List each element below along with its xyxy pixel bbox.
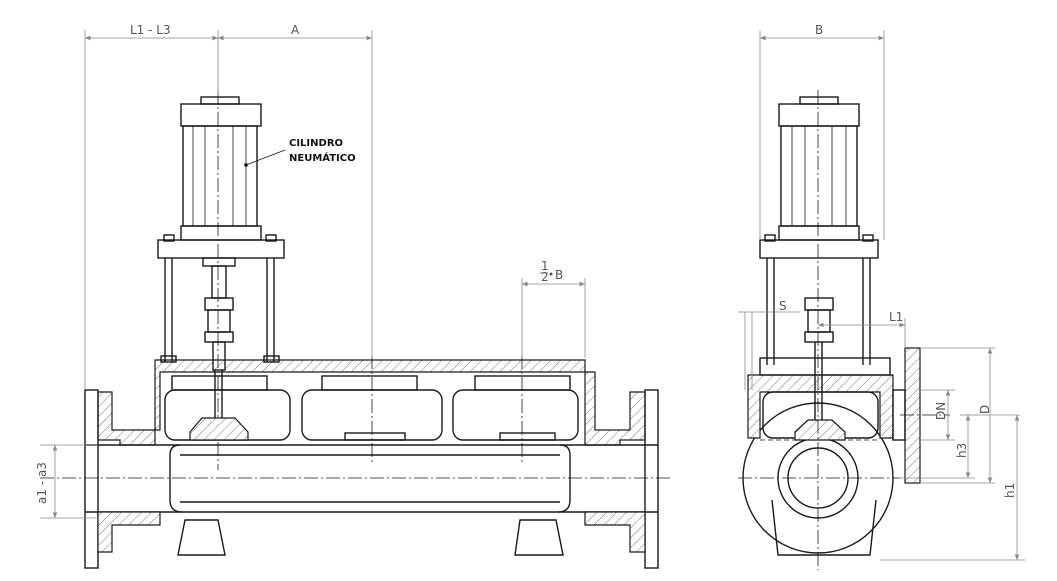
dim-label-half-b: B [555, 268, 563, 282]
top-cover-2 [321, 375, 418, 391]
flange-left [84, 389, 99, 569]
dim-label-half-b-den: 2 [541, 270, 549, 284]
dim-label-half-b-num: 1 [541, 259, 549, 273]
support-foot-right [514, 519, 564, 556]
dim-label-l1: L1 [889, 310, 903, 324]
dim-label-a1-a3: a1 - a3 [35, 462, 49, 504]
dim-label-d: D [978, 405, 992, 414]
side-outlet-flange [904, 347, 921, 484]
dim-label-dn: DN [934, 402, 948, 420]
dimension-lines [40, 30, 1025, 561]
top-cover-1 [171, 375, 268, 391]
dim-label-h1: h1 [1003, 483, 1017, 498]
manifold-body-section [97, 359, 646, 446]
dim-label-b: B [815, 23, 823, 37]
callout-line-2: NEUMÁTICO [289, 151, 356, 164]
dim-label-l1-l3: L1 - L3 [130, 23, 171, 37]
dim-label-h3: h3 [955, 443, 969, 458]
side-view [738, 90, 950, 570]
dim-label-s: S [779, 299, 787, 313]
support-foot-left [177, 519, 226, 556]
flange-right [644, 389, 659, 569]
callout-line-1: CILINDRO [289, 138, 343, 149]
valve-plug [189, 417, 249, 441]
dim-label-a: A [291, 23, 300, 37]
front-view [40, 90, 670, 569]
top-cover-3 [474, 375, 571, 391]
